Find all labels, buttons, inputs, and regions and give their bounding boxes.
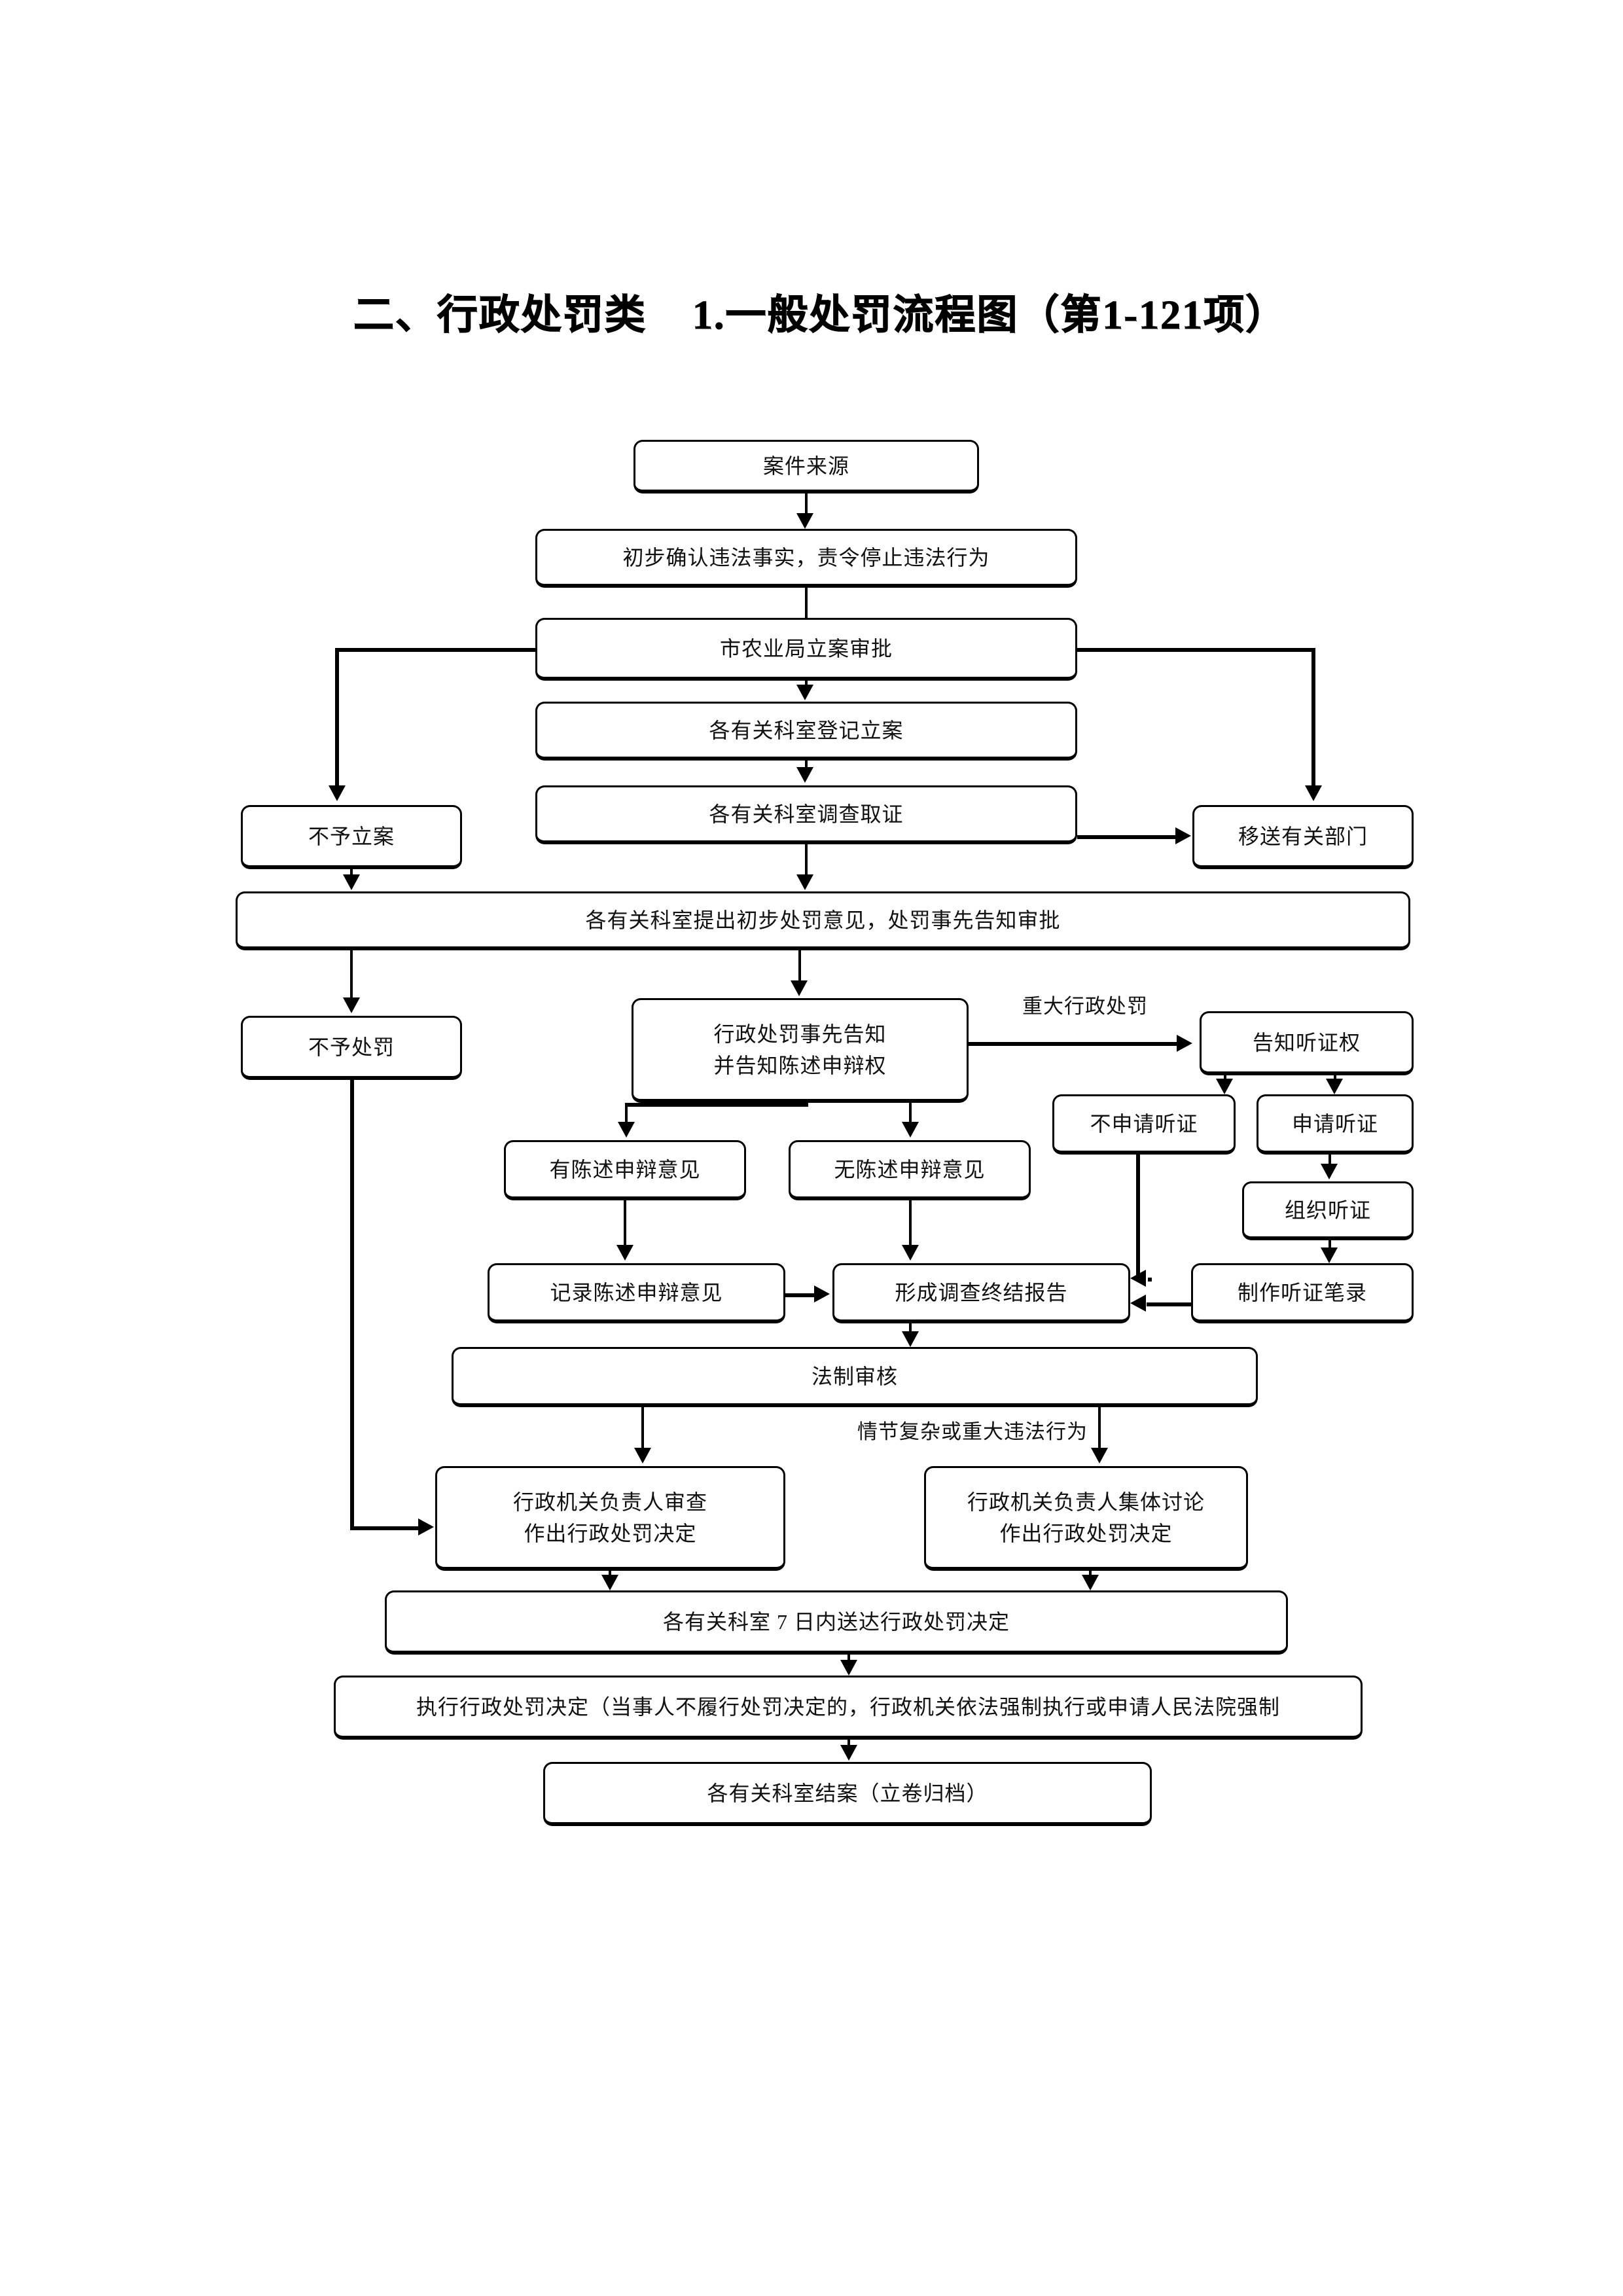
arrowhead-down <box>618 1122 635 1138</box>
edge-investigate-to-transfer <box>1077 835 1177 839</box>
arrowhead-down <box>329 785 346 801</box>
node-enforce-decision[interactable]: 执行行政处罚决定（当事人不履行处罚决定的，行政机关依法强制执行或申请人民法院强制 <box>334 1676 1363 1740</box>
arrowhead-right <box>1177 1035 1192 1052</box>
edge-no-request-to-final-report <box>1148 1278 1152 1282</box>
node-advance-notice[interactable]: 行政处罚事先告知 并告知陈述申辩权 <box>632 998 969 1103</box>
node-notify-hearing-right[interactable]: 告知听证权 <box>1200 1011 1414 1075</box>
arrowhead-down <box>796 513 813 529</box>
edge-filing-approval-to-register <box>805 681 808 686</box>
arrowhead-left <box>1130 1295 1146 1312</box>
edge-register-to-investigate <box>805 761 808 768</box>
arrowhead-down <box>343 874 360 890</box>
edge-preliminary-to-filing-approval <box>805 588 808 618</box>
edge-record-statement-to-final-report <box>785 1293 815 1297</box>
title-section: 二、行政处罚类 <box>353 293 647 338</box>
arrowhead-down <box>902 1331 919 1347</box>
arrowhead-right <box>814 1285 830 1302</box>
arrowhead-down <box>902 1122 919 1138</box>
edge-request-to-organize <box>1329 1155 1331 1165</box>
node-deliver-within-7days[interactable]: 各有关科室 7 日内送达行政处罚决定 <box>385 1590 1288 1655</box>
edge-final-report-to-legal-review <box>909 1323 912 1334</box>
node-hearing-request[interactable]: 申请听证 <box>1257 1094 1414 1155</box>
arrowhead-down <box>1091 1448 1108 1463</box>
node-no-filing[interactable]: 不予立案 <box>241 805 462 869</box>
edge-no-penalty-to-head-review <box>350 1526 421 1530</box>
arrowhead-down <box>1305 785 1322 801</box>
edge-has-statement-to-record <box>624 1200 626 1247</box>
node-bureau-filing-approval[interactable]: 市农业局立案审批 <box>535 618 1077 681</box>
arrowhead-down <box>796 685 813 700</box>
node-collective-discussion[interactable]: 行政机关负责人集体讨论 作出行政处罚决定 <box>924 1466 1248 1571</box>
edge-organize-to-record <box>1329 1240 1331 1249</box>
arrowhead-down <box>796 767 813 783</box>
arrowhead-right <box>418 1518 434 1535</box>
edge-no-statement-to-final-report <box>909 1200 912 1247</box>
node-close-case[interactable]: 各有关科室结案（立卷归档） <box>543 1762 1152 1826</box>
edge-opinion-to-advance-notice <box>798 950 801 982</box>
edge-no-request-down <box>1136 1155 1140 1279</box>
node-no-statement[interactable]: 无陈述申辩意见 <box>789 1140 1031 1200</box>
arrowhead-right <box>1175 827 1191 844</box>
node-has-statement[interactable]: 有陈述申辩意见 <box>504 1140 746 1200</box>
edge-legal-review-to-head-review <box>641 1407 644 1450</box>
edge-legal-review-to-collective <box>1098 1407 1101 1450</box>
edge-advance-notice-to-has-statement <box>625 1103 628 1125</box>
node-dept-register-filing[interactable]: 各有关科室登记立案 <box>535 702 1077 761</box>
edge-collective-to-deliver <box>1089 1571 1092 1577</box>
edge-label-complex-violation: 情节复杂或重大违法行为 <box>857 1420 1088 1443</box>
arrowhead-down <box>796 874 813 890</box>
node-final-report[interactable]: 形成调查终结报告 <box>832 1263 1130 1323</box>
arrowhead-left <box>1130 1270 1146 1287</box>
edge-filing-approval-left-down <box>335 648 339 787</box>
edge-investigate-to-opinion <box>805 844 808 876</box>
arrowhead-down <box>1216 1079 1233 1094</box>
edge-head-review-to-deliver <box>609 1571 611 1577</box>
edge-enforce-to-close-case <box>847 1740 850 1748</box>
arrowhead-down <box>601 1575 618 1590</box>
arrowhead-down <box>791 980 808 996</box>
arrowhead-down <box>343 997 360 1013</box>
node-dept-investigate[interactable]: 各有关科室调查取证 <box>535 785 1077 844</box>
arrowhead-down <box>1321 1247 1338 1263</box>
arrowhead-down <box>902 1245 919 1261</box>
edge-label-major-penalty: 重大行政处罚 <box>1022 995 1148 1018</box>
arrowhead-down <box>1082 1575 1099 1590</box>
edge-opinion-to-no-penalty <box>350 950 353 999</box>
node-legal-review[interactable]: 法制审核 <box>452 1347 1258 1407</box>
edge-no-filing-down <box>350 869 353 876</box>
edge-no-penalty-down <box>350 1080 354 1529</box>
arrowhead-down <box>840 1660 857 1676</box>
page-title: 二、行政处罚类 1.一般处罚流程图（第1-121项） <box>353 281 1400 340</box>
edge-filing-approval-right-down <box>1311 648 1315 787</box>
node-case-source[interactable]: 案件来源 <box>633 440 979 493</box>
edge-deliver-to-enforce <box>847 1655 850 1662</box>
arrowhead-down <box>616 1245 633 1261</box>
node-dept-preliminary-opinion[interactable]: 各有关科室提出初步处罚意见，处罚事先告知审批 <box>236 891 1410 950</box>
edge-advance-notice-to-no-statement <box>909 1103 912 1125</box>
title-chart: 1.一般处罚流程图（第1-121项） <box>692 293 1288 338</box>
node-no-hearing-request[interactable]: 不申请听证 <box>1052 1094 1236 1155</box>
node-no-penalty[interactable]: 不予处罚 <box>241 1016 462 1080</box>
node-organize-hearing[interactable]: 组织听证 <box>1242 1181 1414 1240</box>
arrowhead-down <box>634 1448 651 1463</box>
node-preliminary-confirm[interactable]: 初步确认违法事实，责令停止违法行为 <box>535 529 1077 588</box>
node-transfer-dept[interactable]: 移送有关部门 <box>1192 805 1414 869</box>
arrowhead-down <box>840 1745 857 1761</box>
edge-advance-notice-split-left <box>625 1103 808 1107</box>
edge-record-to-final-report <box>1147 1302 1192 1306</box>
node-record-statement[interactable]: 记录陈述申辩意见 <box>488 1263 785 1323</box>
edge-filing-approval-left-branch <box>335 648 537 652</box>
arrowhead-down <box>1326 1079 1343 1094</box>
node-hearing-record[interactable]: 制作听证笔录 <box>1191 1263 1414 1323</box>
arrowhead-down <box>1321 1164 1338 1179</box>
node-head-review-decision[interactable]: 行政机关负责人审查 作出行政处罚决定 <box>435 1466 785 1571</box>
edge-filing-approval-right-branch <box>1076 648 1315 652</box>
edge-case-source-to-preliminary <box>805 493 808 517</box>
edge-advance-notice-to-hearing-right <box>969 1042 1178 1046</box>
